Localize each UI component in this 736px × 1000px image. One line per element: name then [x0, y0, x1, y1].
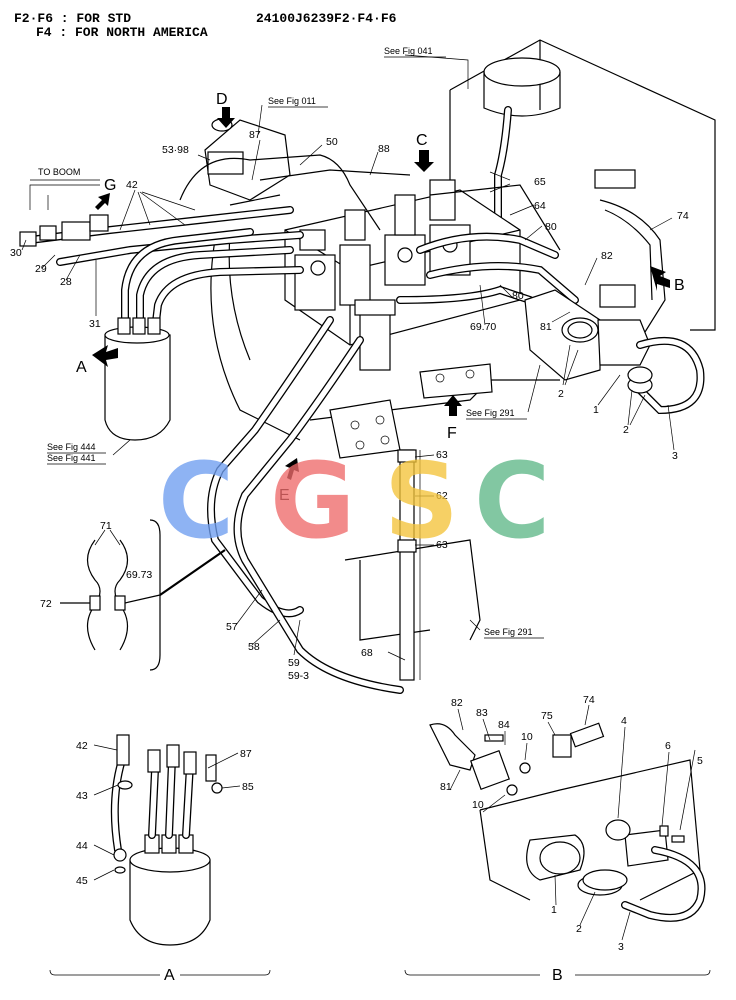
callout-2-b: 2 [623, 424, 629, 436]
detail-a-callout-85: 85 [242, 781, 254, 793]
callout-31: 31 [89, 318, 101, 330]
callout-30: 30 [10, 247, 22, 259]
callout-58: 58 [248, 641, 260, 653]
detail-a-caption: A [164, 967, 175, 984]
detail-b-callout-10-a: 10 [521, 731, 533, 743]
watermark-letter-4: C [474, 440, 550, 562]
callout-80-a: 80 [545, 221, 557, 233]
detail-b-callout-3: 3 [618, 941, 624, 953]
callout-69-70: 69.70 [470, 321, 496, 333]
callout-3: 3 [672, 450, 678, 462]
callout-59-3: 59-3 [288, 670, 309, 682]
detail-b-callout-10-b: 10 [472, 799, 484, 811]
callout-72: 72 [40, 598, 52, 610]
control-valve-block [284, 179, 521, 371]
callout-29: 29 [35, 263, 47, 275]
callout-50: 50 [326, 136, 338, 148]
ref-fig441: See Fig 441 [47, 453, 96, 463]
callout-80-b: 80 [512, 290, 524, 302]
view-letter-b: B [674, 277, 685, 294]
detail-a-callout-43: 43 [76, 790, 88, 802]
callout-74: 74 [677, 210, 689, 222]
view-letter-a: A [76, 359, 87, 376]
to-boom-label: TO BOOM [38, 167, 80, 177]
watermark-letter-1: C [158, 440, 234, 562]
callout-87: 87 [249, 129, 261, 141]
watermark-letter-3: S [384, 440, 459, 562]
callout-71: 71 [100, 520, 112, 532]
callout-64: 64 [534, 200, 546, 212]
callout-65: 65 [534, 176, 546, 188]
detail-b-callout-2: 2 [576, 923, 582, 935]
boom-fittings [19, 184, 109, 247]
callout-57: 57 [226, 621, 238, 633]
ref-fig011: See Fig 011 [268, 96, 316, 106]
view-letter-g: G [104, 177, 116, 194]
callout-68: 68 [361, 647, 373, 659]
view-arrows [92, 107, 670, 480]
callout-88: 88 [378, 143, 390, 155]
watermark-cgsc: C G S C [158, 440, 550, 562]
detail-b-caption: B [552, 967, 563, 984]
detail-a-drawing [110, 734, 223, 946]
view-letter-f: F [447, 425, 457, 442]
ref-fig041: See Fig 041 [384, 46, 433, 56]
header-note-line1: F2·F6 : FOR STD [14, 11, 131, 26]
detail-b-callout-74: 74 [583, 694, 595, 706]
detail-a-callout-87: 87 [240, 748, 252, 760]
callout-69-73: 69.73 [126, 569, 152, 581]
detail-b-callout-1: 1 [551, 904, 557, 916]
header-note-line2: F4 : FOR NORTH AMERICA [36, 25, 208, 40]
detail-b-callout-84: 84 [498, 719, 510, 731]
drawing-number: 24100J6239F2·F4·F6 [256, 11, 397, 26]
detail-a-callout-45: 45 [76, 875, 88, 887]
clamp-detail [60, 519, 226, 671]
detail-b-callout-5: 5 [697, 755, 703, 767]
swivel-joint [104, 317, 171, 441]
figure-references: See Fig 041 See Fig 011 See Fig 444 See … [30, 46, 544, 639]
callout-59: 59 [288, 657, 300, 669]
callout-63-b: 63 [436, 539, 448, 551]
detail-a-callouts: 42 87 85 43 44 45 A [76, 740, 254, 984]
callout-labels: 53·98 87 50 88 42 65 64 74 80 80 82 81 6… [10, 129, 689, 682]
detail-b-callout-75: 75 [541, 710, 553, 722]
detail-b-callout-82: 82 [451, 697, 463, 709]
callout-82: 82 [601, 250, 613, 262]
detail-b-callout-4: 4 [621, 715, 627, 727]
callout-28: 28 [60, 276, 72, 288]
callout-63-a: 63 [436, 449, 448, 461]
detail-b-callouts: 82 83 84 75 74 10 10 81 4 6 5 1 2 3 B [440, 694, 703, 984]
detail-b-callout-6: 6 [665, 740, 671, 752]
watermark-letter-2: G [270, 440, 355, 562]
callout-53-98: 53·98 [162, 144, 189, 156]
ref-fig291-b: See Fig 291 [484, 627, 533, 637]
ref-fig291-a: See Fig 291 [466, 408, 515, 418]
callout-62: 62 [436, 490, 448, 502]
leader-lines [21, 54, 711, 976]
detail-a-callout-44: 44 [76, 840, 88, 852]
detail-b-callout-81: 81 [440, 781, 452, 793]
view-letter-c: C [416, 132, 428, 149]
hydraulic-pump [524, 169, 705, 415]
detail-b-drawing [429, 722, 706, 922]
view-letter-e: E [279, 487, 290, 504]
detail-a-callout-42: 42 [76, 740, 88, 752]
callout-1: 1 [593, 404, 599, 416]
callout-42: 42 [126, 179, 138, 191]
ref-fig444: See Fig 444 [47, 442, 96, 452]
callout-81: 81 [540, 321, 552, 333]
hydraulic-hoses [26, 154, 666, 694]
view-letters: A B C D E F G [76, 91, 685, 504]
view-letter-d: D [216, 91, 228, 108]
callout-2-a: 2 [558, 388, 564, 400]
detail-b-callout-83: 83 [476, 707, 488, 719]
